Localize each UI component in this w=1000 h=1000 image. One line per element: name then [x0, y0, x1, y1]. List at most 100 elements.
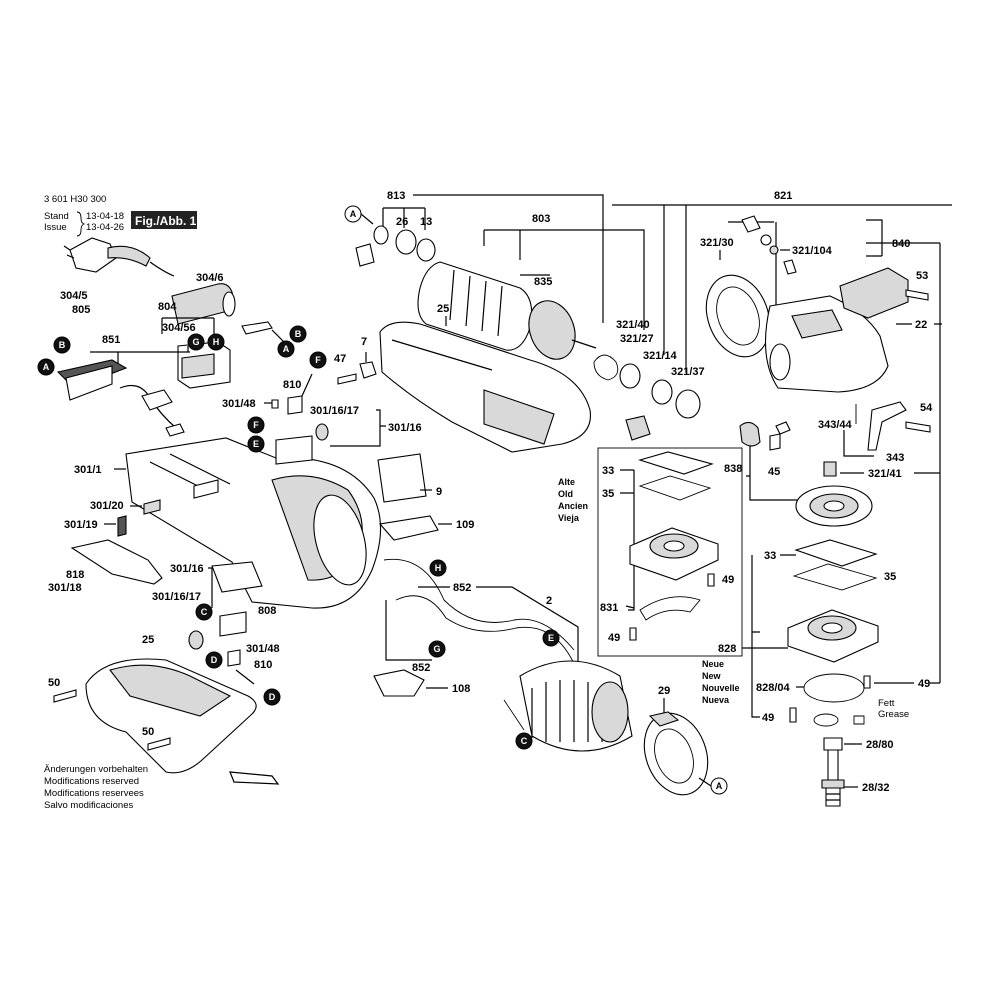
guard-plate-321-30	[705, 274, 771, 358]
old-label-de: Alte	[558, 477, 575, 487]
circlip	[593, 354, 619, 381]
label-50-lower: 50	[142, 726, 154, 738]
notice-fr: Modifications reservees	[44, 788, 144, 799]
label-810-lower: 810	[254, 659, 272, 671]
label-sheet	[377, 453, 427, 503]
svg-text:A: A	[283, 344, 290, 354]
carbon-brush-upper	[287, 395, 303, 415]
stand-label: Stand	[44, 211, 69, 222]
label-26: 26	[396, 216, 408, 228]
spring-831	[639, 596, 701, 621]
label-818: 818	[66, 569, 84, 581]
new-label-es: Nueva	[702, 695, 730, 705]
callout-g-switch: G	[187, 333, 205, 351]
label-810-upper: 810	[283, 379, 301, 391]
label-54: 54	[920, 402, 933, 414]
bearing-ring	[373, 225, 389, 245]
gear-housing-25	[379, 321, 591, 453]
label-301-18: 301/18	[48, 582, 82, 594]
motor-housing	[125, 437, 382, 609]
label-301-1: 301/1	[74, 464, 102, 476]
callout-h-switch: H	[207, 333, 225, 351]
callout-f-holder: F	[247, 416, 265, 434]
spacer-ring	[813, 713, 839, 727]
svg-text:A: A	[43, 362, 50, 372]
label-108: 108	[452, 683, 470, 695]
label-808: 808	[258, 605, 276, 617]
label-33-new: 33	[764, 550, 776, 562]
label-47: 47	[334, 353, 346, 365]
label-804: 804	[158, 301, 177, 313]
callout-b-plug: B	[53, 336, 71, 354]
callout-e-holder: E	[247, 435, 265, 453]
pinion-838	[739, 421, 761, 447]
label-35-new: 35	[884, 571, 896, 583]
grease-label-en: Grease	[878, 709, 909, 720]
old-label-es: Vieja	[558, 513, 580, 523]
switch-lever	[70, 539, 163, 585]
svg-text:A: A	[350, 209, 357, 219]
label-301-20: 301/20	[90, 500, 124, 512]
bearing-flange-new	[787, 609, 879, 663]
label-821: 821	[774, 190, 792, 202]
label-9: 9	[436, 486, 442, 498]
spring-301-20	[143, 499, 161, 515]
label-813: 813	[387, 190, 405, 202]
bearing-321-37	[675, 389, 701, 419]
doc-number: 3 601 H30 300	[44, 194, 106, 205]
notice-de: Änderungen vorbehalten	[44, 764, 148, 775]
new-label-en: New	[702, 671, 722, 681]
lock-lever	[867, 401, 907, 451]
carbon-brush-lower	[227, 649, 241, 667]
gasket-35-old	[638, 475, 712, 501]
label-7: 7	[361, 336, 367, 348]
bearing-13	[416, 238, 436, 262]
label-852-upper: 852	[453, 582, 471, 594]
label-321-14: 321/14	[643, 350, 678, 362]
figure-badge: Fig./Abb. 1	[131, 211, 197, 229]
label-321-37: 321/37	[671, 366, 705, 378]
label-plate-808	[211, 561, 263, 593]
callout-a-cord: A	[277, 340, 295, 358]
label-301-48-lower: 301/48	[246, 643, 280, 655]
svg-text:Fig./Abb. 1: Fig./Abb. 1	[135, 214, 197, 228]
label-304-6: 304/6	[196, 272, 224, 284]
power-plug-cord	[63, 237, 175, 277]
label-49-old-upper: 49	[722, 574, 734, 586]
part-109	[378, 515, 439, 541]
switch-assembly	[56, 359, 185, 437]
svg-text:B: B	[59, 340, 66, 350]
svg-text:D: D	[211, 655, 218, 665]
label-2: 2	[546, 595, 552, 607]
o-ring-828-04	[803, 673, 865, 703]
seal-33-old	[638, 451, 714, 475]
label-321-27: 321/27	[620, 333, 654, 345]
bearing-321-14	[651, 379, 673, 405]
callout-a-airguide: A	[710, 777, 728, 795]
svg-text:E: E	[253, 439, 259, 449]
label-28-80: 28/80	[866, 739, 894, 751]
label-301-16-upper: 301/16	[388, 422, 422, 434]
label-831: 831	[600, 602, 618, 614]
needle-bearing	[625, 415, 651, 441]
old-label-fr: Ancien	[558, 501, 588, 511]
svg-text:F: F	[253, 420, 259, 430]
callout-h-wire: H	[429, 559, 447, 577]
callout-d-brush: D	[263, 688, 281, 706]
stand-date: 13-04-18	[86, 211, 124, 222]
label-53: 53	[916, 270, 928, 282]
bearing-321-27	[619, 363, 641, 389]
label-22: 22	[915, 319, 927, 331]
label-343-44: 343/44	[818, 419, 853, 431]
callout-a-top: A	[344, 205, 362, 223]
issue-label: Issue	[44, 222, 67, 233]
label-852-lower: 852	[412, 662, 430, 674]
label-805: 805	[72, 304, 90, 316]
gear-head-housing	[764, 295, 889, 393]
label-50-upper: 50	[48, 677, 60, 689]
label-321-40: 321/40	[616, 319, 650, 331]
stator-field-coil	[503, 660, 633, 752]
svg-text:H: H	[213, 337, 220, 347]
callout-g-wire: G	[428, 640, 446, 658]
